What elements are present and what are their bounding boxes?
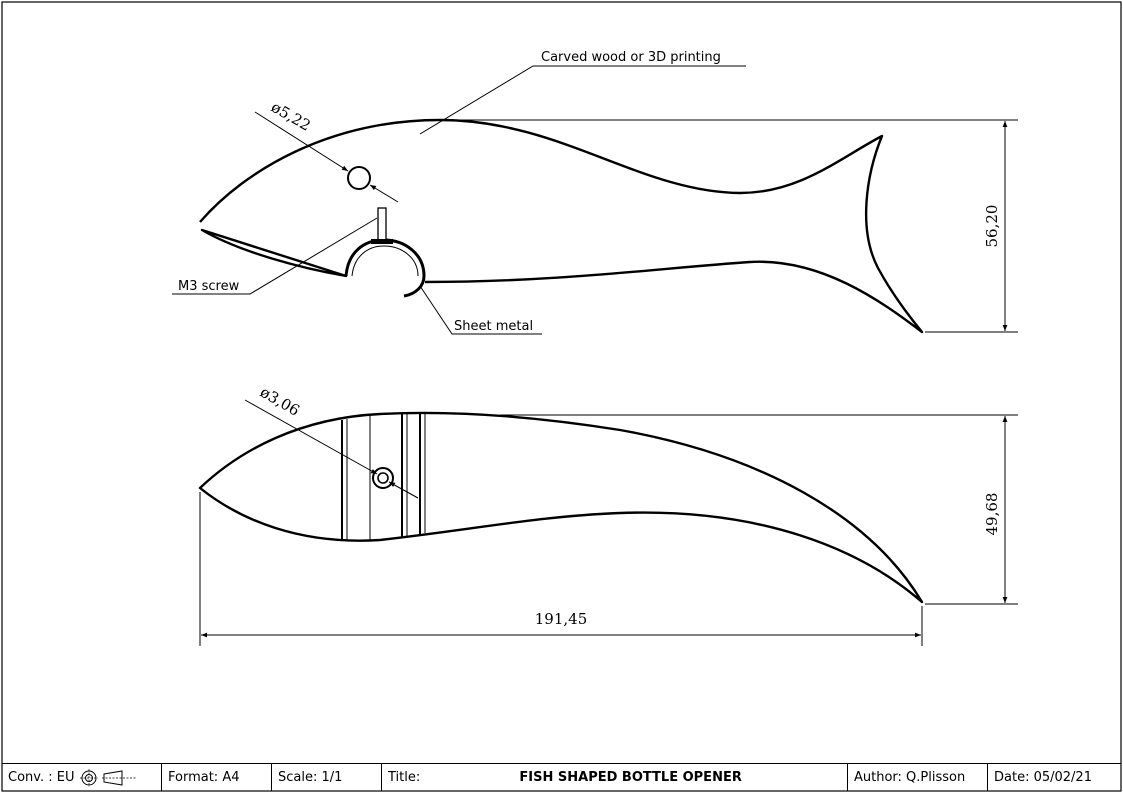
date-value: Date: 05/02/21	[994, 770, 1092, 785]
dim-height-bottom: 49,68	[983, 493, 1001, 536]
fish-side-view: ø5,22 Carved wood or 3D printing M3 scre…	[172, 50, 1018, 335]
convention-label: Conv. : EU	[8, 770, 75, 785]
title-block-convention: Conv. : EU	[2, 764, 162, 791]
title-label: Title:	[388, 770, 421, 785]
projection-symbol-icon	[80, 768, 138, 787]
annotation-material: Carved wood or 3D printing	[541, 50, 721, 65]
sheet-metal-clip	[344, 238, 426, 298]
annotation-sheet: Sheet metal	[454, 319, 533, 334]
leader-material	[419, 65, 746, 135]
title-block: Conv. : EU Format: A4 Scale: 1/1 Title: …	[2, 763, 1121, 791]
screw-head	[371, 239, 393, 244]
fish-side-outline	[199, 118, 924, 334]
hole-small-inner	[377, 472, 389, 484]
hole-large-leader	[254, 111, 349, 172]
hole-large-leader-out	[369, 184, 399, 203]
drawing-title: FISH SHAPED BOTTLE OPENER	[519, 770, 742, 785]
scale-value: Scale: 1/1	[278, 770, 343, 785]
title-block-scale: Scale: 1/1	[272, 764, 382, 791]
title-block-author: Author: Q.Plisson	[848, 764, 988, 791]
title-block-format: Format: A4	[162, 764, 272, 791]
dim-hole-large: ø5,22	[268, 98, 314, 135]
leader-sheet	[419, 285, 542, 335]
author-value: Author: Q.Plisson	[854, 770, 966, 785]
screw-shank	[377, 207, 387, 243]
format-value: Format: A4	[168, 770, 240, 785]
annotation-screw: M3 screw	[178, 279, 240, 294]
fish-top-outline	[198, 411, 924, 604]
dim-hole-small: ø3,06	[257, 383, 303, 420]
fish-top-view: ø3,06 49,68 191,45	[198, 383, 1018, 646]
hole-small-leader-out	[388, 481, 419, 499]
hole-large	[347, 166, 371, 190]
hole-small-leader	[244, 399, 378, 475]
leader-screw	[172, 217, 378, 295]
dim-height-top: 56,20	[983, 205, 1001, 248]
dim-length: 191,45	[535, 610, 588, 628]
hole-small-outer	[372, 467, 394, 489]
sheet-metal-clip-inner	[351, 245, 419, 277]
title-block-title: Title: FISH SHAPED BOTTLE OPENER	[382, 764, 848, 791]
title-block-date: Date: 05/02/21	[988, 764, 1121, 791]
